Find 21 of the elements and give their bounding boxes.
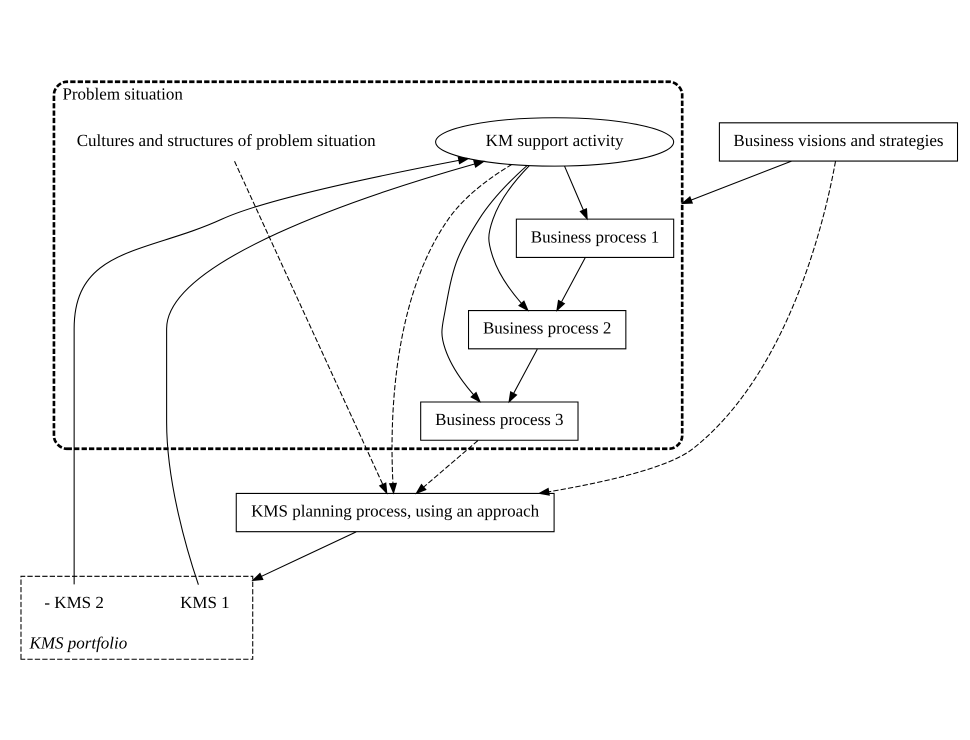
arrow (74, 156, 470, 584)
arrow (234, 160, 388, 494)
node-box: Business process 2 (468, 310, 626, 349)
arrow (538, 160, 836, 496)
node-box: Business visions and strategies (718, 122, 958, 162)
arrow (441, 164, 528, 403)
node-text: Cultures and structures of problem situation (76, 130, 376, 150)
node-box: Business process 1 (516, 218, 674, 258)
arrow (388, 164, 512, 494)
arrow (166, 160, 486, 584)
node-box: Business process 3 (420, 400, 579, 440)
node-text: - KMS 2 (44, 592, 104, 612)
arrow (415, 440, 478, 494)
arrow (251, 530, 356, 581)
arrow (508, 348, 538, 403)
arrow (564, 166, 588, 220)
arrow (680, 160, 792, 204)
arrow (556, 257, 586, 312)
node-text: KMS 1 (180, 592, 230, 612)
arrow (488, 164, 530, 312)
node-box: KMS planning process, using an approach (236, 492, 555, 532)
